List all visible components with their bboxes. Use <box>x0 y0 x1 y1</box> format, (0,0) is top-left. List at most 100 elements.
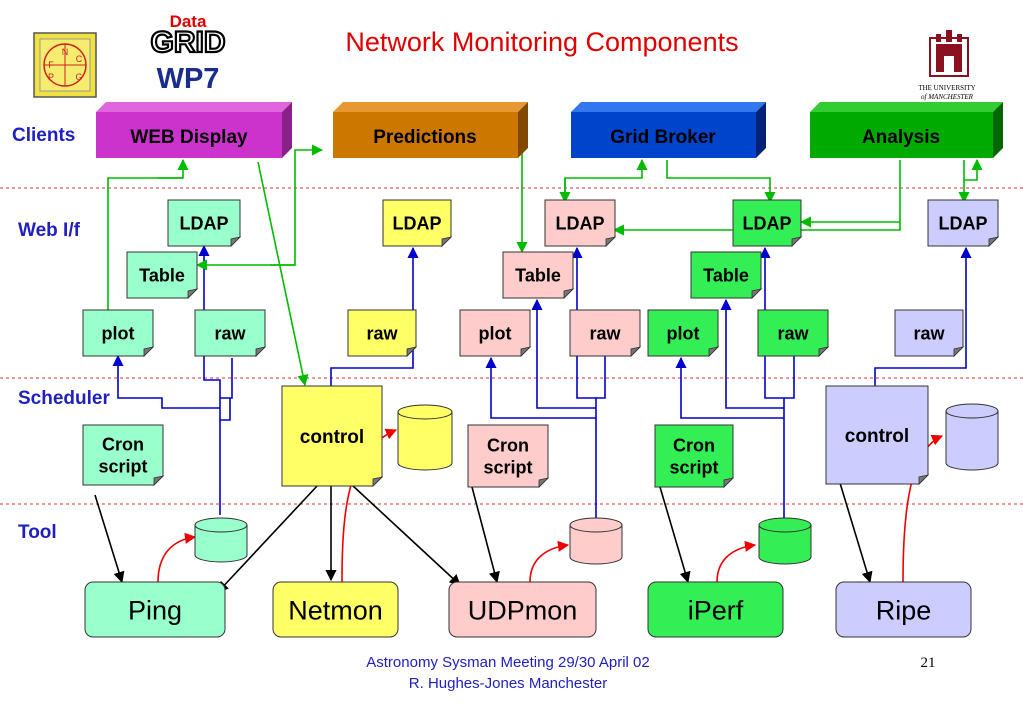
tool-netmon: Netmon <box>272 581 399 638</box>
tool-ripe-label: Ripe <box>876 596 932 626</box>
raw-iperf-label: raw <box>777 323 809 343</box>
raw-netmon-label: raw <box>366 323 398 343</box>
connector <box>716 540 757 583</box>
client-predictions-label: Predictions <box>373 127 476 148</box>
datastore-ripe <box>945 403 999 471</box>
pp-letter-n: N <box>62 47 69 57</box>
tool-ripe: Ripe <box>835 581 972 638</box>
table-udpmon: Table <box>502 251 575 299</box>
datastore-ping <box>194 517 248 563</box>
cron-udpmon-label: Cron <box>487 435 529 455</box>
footer-line1: Astronomy Sysman Meeting 29/30 April 02 <box>366 654 649 671</box>
cron-ping-label: script <box>98 456 147 476</box>
connector <box>964 158 983 181</box>
datagrid-logo-grid: GRID <box>151 26 226 59</box>
connector <box>330 246 419 386</box>
raw-ripe: raw <box>894 309 965 357</box>
connector <box>902 434 944 583</box>
tool-iperf-label: iPerf <box>688 596 744 626</box>
datastore-netmon <box>397 404 453 471</box>
plot-ping-label: plot <box>102 323 135 343</box>
cron-ping-label: Cron <box>102 434 144 454</box>
plot-udpmon: plot <box>459 309 532 357</box>
datagrid-logo: Data GRID WP7 <box>149 12 226 95</box>
slide-title: Network Monitoring Components <box>345 27 738 57</box>
raw-udpmon: raw <box>569 309 642 357</box>
client-web-display-label: WEB Display <box>130 127 248 148</box>
connector <box>759 246 785 518</box>
pp-letter-c: C <box>76 54 83 64</box>
connector <box>666 160 776 204</box>
connector <box>217 484 319 593</box>
connector <box>564 158 648 202</box>
footer-line2: R. Hughes-Jones Manchester <box>409 675 607 692</box>
client-grid-broker: Grid Broker <box>571 102 766 158</box>
ldap-ripe-label: LDAP <box>939 213 988 233</box>
connector <box>659 486 691 584</box>
pp-letter-f: F <box>48 60 54 70</box>
connector <box>198 244 221 515</box>
connector <box>839 482 873 584</box>
layer-label-scheduler: Scheduler <box>18 388 110 409</box>
plot-ping: plot <box>82 309 155 357</box>
datastore-udpmon <box>569 517 623 565</box>
tool-ping-label: Ping <box>128 596 182 626</box>
client-analysis-label: Analysis <box>862 127 940 148</box>
layer-label-tool: Tool <box>18 522 57 543</box>
ldap-netmon: LDAP <box>382 199 453 247</box>
connector <box>270 144 324 266</box>
connector <box>220 358 233 399</box>
tool-udpmon: UDPmon <box>448 581 597 638</box>
connector <box>471 486 500 584</box>
control-ripe-label: control <box>845 426 909 447</box>
datastore-iperf <box>758 517 812 565</box>
connector <box>612 160 901 236</box>
datagrid-logo-wp7: WP7 <box>157 63 220 95</box>
connector <box>874 246 972 386</box>
datagrid-logo-data: Data <box>170 12 207 31</box>
cron-iperf-label: Cron <box>673 435 715 455</box>
raw-iperf: raw <box>757 309 830 357</box>
ldap-ping: LDAP <box>167 199 242 247</box>
raw-ripe-label: raw <box>913 323 945 343</box>
ldap-iperf-label: LDAP <box>743 213 792 233</box>
connector <box>257 161 309 387</box>
connector <box>107 158 189 310</box>
table-ping-label: Table <box>139 265 185 285</box>
page-number: 21 <box>921 655 936 671</box>
connector <box>784 356 795 399</box>
control-ripe: control <box>825 385 930 485</box>
client-predictions: Predictions <box>333 102 528 158</box>
table-ping: Table <box>126 251 199 299</box>
layer-label-web-if: Web I/f <box>18 220 81 241</box>
table-iperf-label: Table <box>703 265 749 285</box>
tool-iperf: iPerf <box>647 581 784 638</box>
manchester-logo-line2: of MANCHESTER <box>921 93 974 101</box>
client-web-display: WEB Display <box>96 102 292 158</box>
connector <box>157 532 197 583</box>
connector <box>485 356 596 419</box>
raw-udpmon-label: raw <box>589 323 621 343</box>
connector <box>220 398 231 421</box>
cron-udpmon-label: script <box>483 457 532 477</box>
connector <box>516 151 528 254</box>
control-netmon-label: control <box>300 427 364 448</box>
raw-netmon: raw <box>347 309 418 357</box>
pp-letter-p: P <box>48 72 54 82</box>
tool-netmon-label: Netmon <box>288 596 383 626</box>
tool-ping: Ping <box>84 581 226 638</box>
manchester-logo: THE UNIVERSITY of MANCHESTER <box>918 30 976 101</box>
pp-letter-g: G <box>75 72 82 82</box>
plot-udpmon-label: plot <box>479 323 512 343</box>
plot-iperf-label: plot <box>667 323 700 343</box>
connector <box>571 246 597 518</box>
connector <box>675 356 784 419</box>
client-analysis: Analysis <box>810 102 1003 158</box>
manchester-logo-line1: THE UNIVERSITY <box>918 84 975 92</box>
ldap-netmon-label: LDAP <box>393 213 442 233</box>
